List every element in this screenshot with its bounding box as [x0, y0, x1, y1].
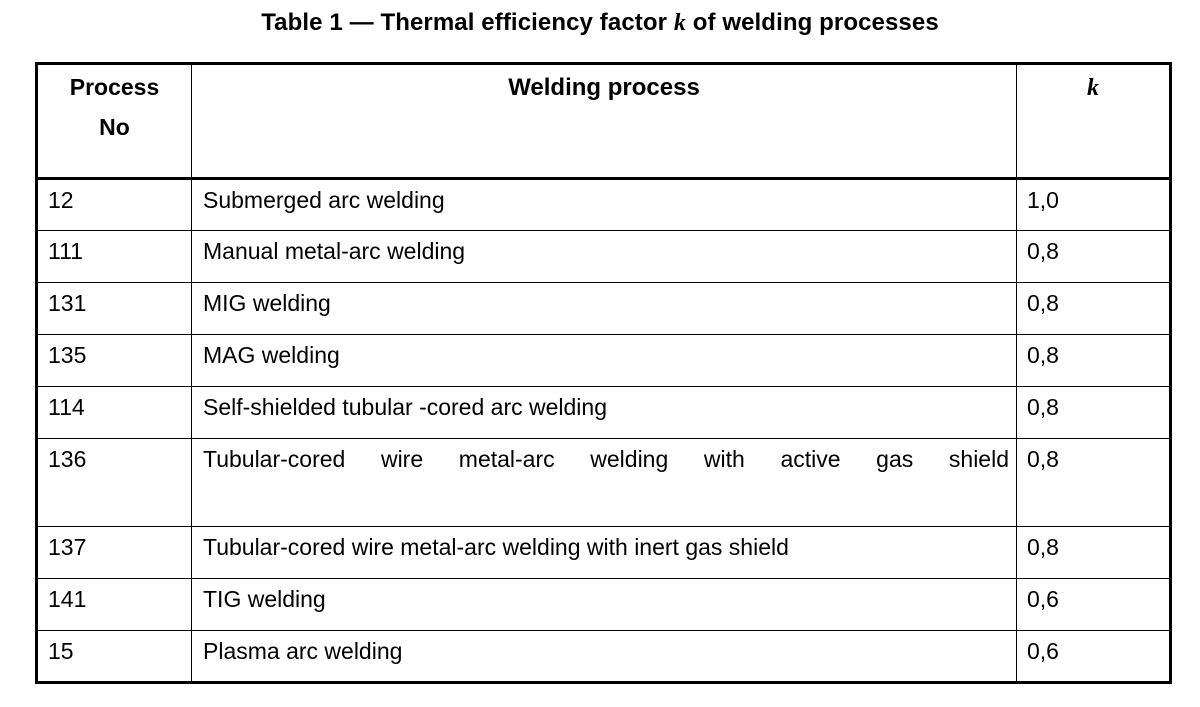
cell-welding-process: Plasma arc welding: [191, 630, 1017, 683]
cell-k-value: 0,8: [1016, 386, 1171, 439]
cell-welding-process: TIG welding: [191, 578, 1017, 631]
column-header-k: k: [1016, 63, 1171, 180]
table-caption: Table 1 — Thermal efficiency factor k of…: [0, 0, 1200, 48]
table-header: Process No Welding process k: [36, 63, 1171, 180]
cell-welding-process: Self-shielded tubular -cored arc welding: [191, 386, 1017, 439]
table-row: 12 Submerged arc welding 1,0: [36, 178, 1171, 231]
cell-k-value: 0,6: [1016, 630, 1171, 683]
cell-welding-process: MIG welding: [191, 282, 1017, 335]
cell-k-value: 1,0: [1016, 178, 1171, 231]
cell-welding-process: Tubular-cored wire metal-arc welding wit…: [191, 438, 1017, 527]
table-row: 15 Plasma arc welding 0,6: [36, 630, 1171, 683]
cell-process-no: 12: [36, 178, 192, 231]
cell-k-value: 0,8: [1016, 334, 1171, 387]
table-container: Process No Welding process k 12 Submerge…: [35, 62, 1172, 684]
table-row: 131 MIG welding 0,8: [36, 282, 1171, 335]
cell-k-value: 0,6: [1016, 578, 1171, 631]
cell-process-no: 111: [36, 230, 192, 283]
cell-k-value: 0,8: [1016, 230, 1171, 283]
table-row: 136 Tubular-cored wire metal-arc welding…: [36, 438, 1171, 527]
cell-k-value: 0,8: [1016, 438, 1171, 527]
header-process-line1: Process: [69, 74, 160, 100]
table-row: 137 Tubular-cored wire metal-arc welding…: [36, 526, 1171, 579]
table-body: 12 Submerged arc welding 1,0 111 Manual …: [36, 178, 1171, 683]
cell-welding-process: Submerged arc welding: [191, 178, 1017, 231]
cell-process-no: 136: [36, 438, 192, 527]
thermal-efficiency-table: Process No Welding process k 12 Submerge…: [35, 62, 1172, 684]
header-process-line2: No: [99, 114, 130, 141]
table-row: 114 Self-shielded tubular -cored arc wel…: [36, 386, 1171, 439]
caption-prefix: Table 1 — Thermal efficiency factor: [261, 9, 674, 36]
table-row: 135 MAG welding 0,8: [36, 334, 1171, 387]
table-row: 141 TIG welding 0,6: [36, 578, 1171, 631]
header-row: Process No Welding process k: [36, 63, 1171, 180]
table-row: 111 Manual metal-arc welding 0,8: [36, 230, 1171, 283]
cell-process-no: 114: [36, 386, 192, 439]
cell-process-no: 131: [36, 282, 192, 335]
cell-process-no: 137: [36, 526, 192, 579]
cell-welding-process: Tubular-cored wire metal-arc welding wit…: [191, 526, 1017, 579]
cell-welding-process: MAG welding: [191, 334, 1017, 387]
cell-welding-process: Manual metal-arc welding: [191, 230, 1017, 283]
caption-symbol-k: k: [673, 10, 686, 36]
cell-process-no: 15: [36, 630, 192, 683]
column-header-process-no: Process No: [36, 63, 192, 180]
cell-process-no: 135: [36, 334, 192, 387]
caption-suffix: of welding processes: [685, 9, 939, 36]
cell-k-value: 0,8: [1016, 526, 1171, 579]
column-header-welding-process: Welding process: [191, 63, 1017, 180]
cell-process-no: 141: [36, 578, 192, 631]
cell-k-value: 0,8: [1016, 282, 1171, 335]
